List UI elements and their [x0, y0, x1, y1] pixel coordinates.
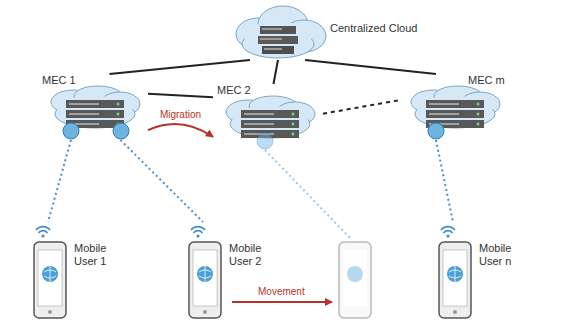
network-link	[436, 140, 453, 222]
mec-server: MEC m	[398, 74, 508, 140]
mec-server: MEC 2	[213, 84, 323, 150]
wireless-link	[265, 150, 352, 240]
network-link	[148, 94, 213, 97]
edge-label: Migration	[158, 109, 203, 121]
node-icon	[228, 4, 328, 60]
mobile-user: Mobile User 1	[30, 222, 130, 322]
node-label: MEC 1	[42, 74, 76, 87]
cloud-node: Centralized Cloud	[228, 4, 448, 60]
node-label: Mobile User 1	[74, 242, 120, 268]
network-link	[48, 140, 71, 222]
node-icon	[185, 222, 225, 322]
annotation-label: Movement	[256, 286, 307, 298]
network-link	[274, 60, 278, 84]
node-icon	[30, 222, 70, 322]
network-link	[305, 60, 436, 74]
mobile-user: Mobile User n	[435, 222, 535, 322]
node-label: Mobile User n	[479, 242, 525, 268]
mec-server: MEC 1	[38, 74, 148, 140]
mobile-user: Mobile User 2	[185, 222, 285, 322]
network-link	[323, 100, 398, 113]
network-link	[110, 60, 251, 74]
network-link	[121, 140, 204, 222]
movement-arrow	[232, 301, 332, 303]
moved-phone	[339, 242, 371, 318]
node-icon	[435, 222, 475, 322]
node-label: MEC m	[468, 74, 505, 87]
migration-arrow	[148, 124, 213, 137]
node-label: Centralized Cloud	[330, 22, 417, 35]
node-label: MEC 2	[217, 84, 251, 97]
node-label: Mobile User 2	[229, 242, 275, 268]
